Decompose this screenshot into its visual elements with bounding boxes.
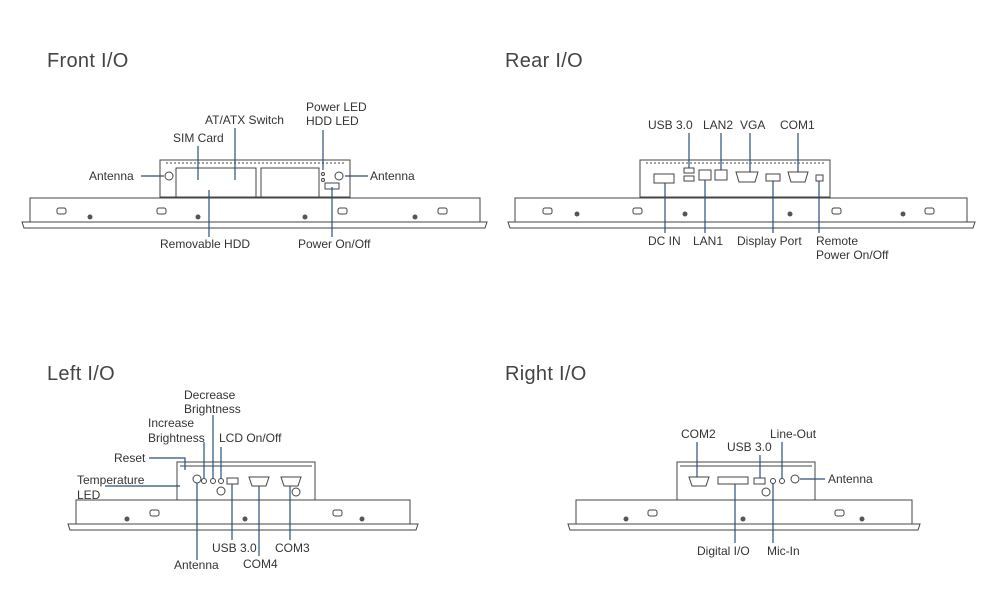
label-remote-power: Power On/Off xyxy=(816,248,889,262)
rear-leader-lines xyxy=(664,133,820,233)
label-display-port: Display Port xyxy=(737,234,802,248)
label-lan2: LAN2 xyxy=(703,118,734,132)
left-io-title: Left I/O xyxy=(47,363,115,385)
label-line-out: Line-Out xyxy=(770,427,817,441)
label-antenna-right: Antenna xyxy=(370,169,415,183)
label-remote: Remote xyxy=(816,234,859,248)
label-reset: Reset xyxy=(114,451,146,465)
right-io-title: Right I/O xyxy=(505,363,587,385)
right-device-drawing xyxy=(567,461,921,531)
rear-device-drawing xyxy=(507,159,976,229)
label-power-led: Power LED xyxy=(306,100,367,114)
label-com3: COM3 xyxy=(275,541,310,555)
label-digital-io: Digital I/O xyxy=(697,544,750,558)
label-antenna-left: Antenna xyxy=(89,169,134,183)
label-hdd-led: HDD LED xyxy=(306,114,359,128)
label-antenna-right-io: Antenna xyxy=(828,472,873,486)
left-device-drawing xyxy=(67,461,419,531)
label-com4: COM4 xyxy=(243,557,278,571)
left-leader-lines xyxy=(105,415,291,560)
label-removable-hdd: Removable HDD xyxy=(160,237,251,251)
label-usb30: USB 3.0 xyxy=(648,118,693,132)
front-io-title: Front I/O xyxy=(47,50,129,72)
label-temperature: Temperature xyxy=(77,473,145,487)
front-device-drawing xyxy=(21,159,488,229)
label-com2: COM2 xyxy=(681,427,716,441)
label-sim-card: SIM Card xyxy=(173,131,224,145)
label-lcd-on-off: LCD On/Off xyxy=(219,431,282,445)
label-at-atx-switch: AT/ATX Switch xyxy=(205,113,284,127)
label-decrease: Decrease xyxy=(184,388,236,402)
label-decrease-brightness: Brightness xyxy=(184,402,241,416)
label-usb30-right: USB 3.0 xyxy=(727,440,772,454)
front-leader-lines xyxy=(141,128,368,237)
label-power-on-off: Power On/Off xyxy=(298,237,371,251)
right-leader-lines xyxy=(696,442,825,543)
label-vga: VGA xyxy=(740,118,766,132)
label-com1: COM1 xyxy=(780,118,815,132)
rear-io-title: Rear I/O xyxy=(505,50,583,72)
label-mic-in: Mic-In xyxy=(767,544,800,558)
label-increase-brightness: Brightness xyxy=(148,431,205,445)
label-antenna-left-io: Antenna xyxy=(174,558,219,572)
label-dc-in: DC IN xyxy=(648,234,681,248)
label-increase: Increase xyxy=(148,416,195,430)
label-usb30-left: USB 3.0 xyxy=(212,541,257,555)
label-lan1: LAN1 xyxy=(693,234,724,248)
label-temperature-led: LED xyxy=(77,488,101,502)
